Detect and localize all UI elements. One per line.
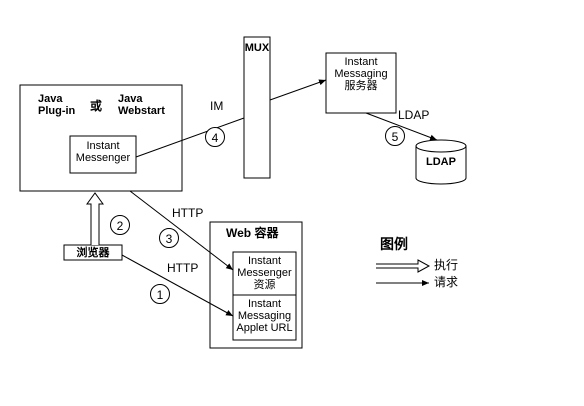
step-5-circle: 5	[385, 126, 405, 146]
applet-url-label: Instant Messaging Applet URL	[236, 298, 293, 334]
client-to-resource-arrow	[129, 190, 234, 271]
applet-url-box	[232, 294, 297, 341]
legend-title: 图例	[380, 236, 408, 252]
messenger-resource-label: Instant Messenger 资源	[237, 255, 292, 291]
step-2-circle: 2	[110, 215, 130, 235]
browser-execute-arrow	[86, 192, 104, 245]
ldap-label: LDAP	[426, 156, 456, 168]
instant-messenger-label: Instant Messenger	[75, 140, 131, 164]
java-plugin-label: Java Plug-in	[38, 93, 76, 117]
http-label-upper: HTTP	[172, 206, 204, 220]
ldap-database	[415, 139, 467, 185]
legend-request-label: 请求	[434, 275, 459, 289]
legend-execute-arrow	[376, 259, 431, 273]
mux-label: MUX	[244, 42, 270, 54]
or-label: 或	[90, 99, 103, 113]
im-connection-label: IM	[210, 99, 224, 113]
server-to-ldap-arrow	[365, 112, 438, 141]
web-container-title: Web 容器	[226, 226, 279, 240]
instant-messenger-box	[69, 135, 137, 174]
im-server-box	[325, 52, 397, 114]
mux-box	[243, 36, 271, 179]
im-server-label: Instant Messaging 服务器	[334, 56, 388, 92]
step-1-circle: 1	[150, 284, 170, 304]
mux-to-server-arrow	[269, 79, 327, 101]
ldap-link-label: LDAP	[398, 108, 430, 122]
browser-label: 浏览器	[76, 247, 110, 259]
browser-to-applet-arrow	[121, 254, 234, 317]
step-4-circle: 4	[205, 127, 225, 147]
step-3-circle: 3	[159, 228, 179, 248]
legend-execute-label: 执行	[434, 258, 459, 272]
http-label-lower: HTTP	[167, 261, 199, 275]
im-connection-line	[135, 117, 245, 158]
java-webstart-label: Java Webstart	[118, 93, 165, 117]
